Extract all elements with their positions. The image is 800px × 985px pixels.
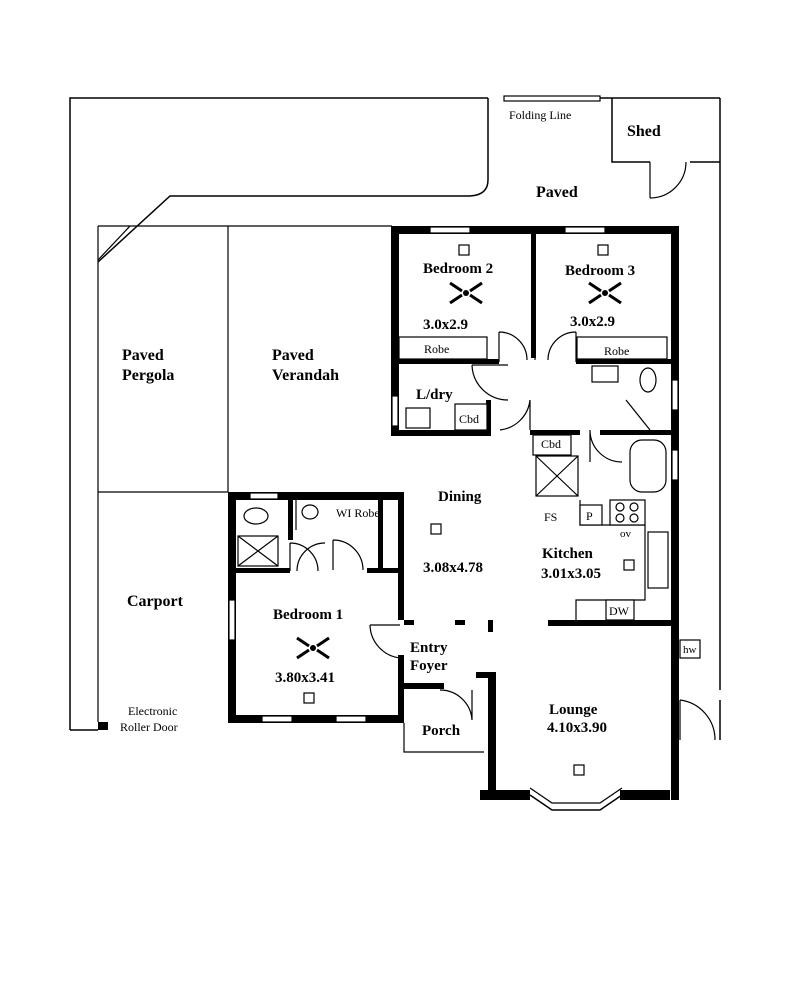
- bathtub: [629, 439, 667, 493]
- shed: [611, 98, 720, 199]
- pergola-label-1: Paved: [122, 347, 164, 364]
- dishwasher-box: [605, 599, 635, 621]
- porch-outline: [403, 723, 484, 753]
- entry-label-1: Entry: [410, 640, 448, 656]
- folding-line-label: Folding Line: [509, 108, 571, 122]
- cbd-bath-box: [532, 434, 572, 456]
- sink: [647, 531, 669, 589]
- roller-door-label-1: Electronic: [128, 704, 177, 718]
- toilet-main: [639, 367, 657, 393]
- cbd-laundry-box: [454, 403, 488, 431]
- verandah-label-1: Paved: [272, 347, 314, 364]
- light-icon: [303, 244, 635, 776]
- robe-b3-label: Robe: [604, 344, 629, 358]
- robe-b3-box: [576, 336, 668, 360]
- roller-door-label-2: Roller Door: [120, 720, 178, 734]
- bedroom3-size: 3.0x2.9: [570, 314, 615, 330]
- bedroom2-name: Bedroom 2: [423, 261, 493, 277]
- bedroom2-size: 3.0x2.9: [423, 317, 468, 333]
- paved-label: Paved: [536, 184, 578, 201]
- cbd-laundry-label: Cbd: [459, 412, 479, 426]
- bedroom1-size: 3.80x3.41: [275, 670, 335, 686]
- hot-water-box: [679, 639, 701, 659]
- verandah-label-2: Verandah: [272, 367, 339, 384]
- kitchen-size: 3.01x3.05: [541, 566, 601, 582]
- vanity: [591, 365, 619, 383]
- outdoor-areas: [97, 225, 392, 722]
- lounge-size: 4.10x3.90: [547, 720, 607, 736]
- laundry-tub: [405, 407, 431, 429]
- stove: [609, 499, 646, 526]
- bay-window: [529, 787, 623, 811]
- porch-label: Porch: [422, 723, 461, 739]
- dining-size: 3.08x4.78: [423, 560, 483, 576]
- carport-label: Carport: [127, 593, 184, 610]
- fs-label: FS: [544, 510, 557, 524]
- bedroom1-name: Bedroom 1: [273, 607, 343, 623]
- shed-label: Shed: [627, 123, 661, 140]
- pantry-label: P: [586, 509, 593, 523]
- bedroom3-name: Bedroom 3: [565, 263, 635, 279]
- property-boundary: [69, 95, 721, 740]
- windows: [228, 226, 679, 723]
- dining-name: Dining: [438, 489, 482, 505]
- hot-water-label: hw: [683, 644, 697, 656]
- kitchen-name: Kitchen: [542, 546, 593, 562]
- roller-door-post: [98, 722, 108, 730]
- lounge-name: Lounge: [549, 702, 598, 718]
- entry-label-2: Foyer: [410, 658, 448, 674]
- folding-line-gate: [503, 95, 601, 102]
- ceiling-fan-icon: [296, 281, 622, 660]
- dishwasher-label: DW: [609, 604, 630, 618]
- robe-b2-label: Robe: [424, 342, 449, 356]
- oven-label: ov: [620, 528, 632, 540]
- robe-b2-box: [398, 336, 488, 360]
- cbd-bath-label: Cbd: [541, 437, 561, 451]
- doors: [289, 331, 716, 741]
- toilet-ensuite: [243, 507, 269, 525]
- pergola-label-2: Pergola: [122, 367, 174, 384]
- laundry-label: L/dry: [416, 387, 453, 403]
- fixtures: [237, 336, 701, 659]
- wi-robe-label: WI Robe: [336, 506, 380, 520]
